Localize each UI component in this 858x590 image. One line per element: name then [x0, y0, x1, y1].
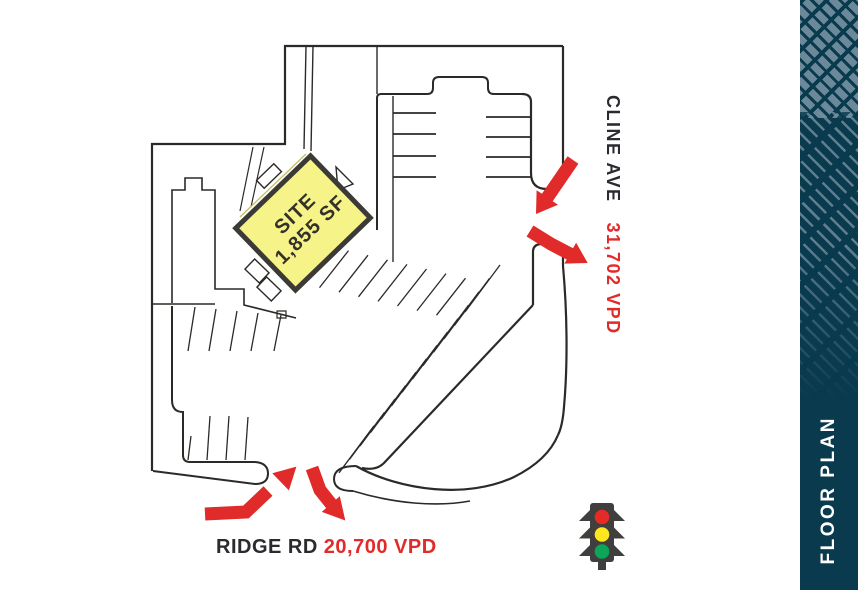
cline-ave-label: CLINE AVE 31,702 VPD [602, 95, 623, 335]
curb-notch-box [276, 310, 287, 319]
parking-stripe [229, 310, 238, 352]
parking-stripe [396, 268, 428, 307]
traffic-light-stem [598, 562, 606, 570]
parking-stripe [225, 415, 230, 461]
wedge-box-2 [255, 276, 283, 302]
wedge-box-1 [243, 258, 271, 284]
canopy-box [255, 162, 283, 190]
traffic-light-visor [613, 526, 625, 539]
lower-left-curb [152, 306, 270, 486]
storefront-line [239, 153, 307, 218]
sidebar-hatch-dense [800, 0, 858, 118]
cline-ave-vpd: 31,702 VPD [603, 222, 623, 335]
yellow-light [594, 527, 610, 542]
drive-lane-lines [303, 45, 314, 152]
site-highlight [232, 152, 374, 294]
cline-out-arrow-shaft [526, 225, 576, 261]
bottom-curve [355, 434, 560, 491]
diagonal-aisle-line [361, 304, 534, 470]
parking-stripe [206, 415, 211, 461]
parking-stripe [338, 254, 369, 293]
traffic-light-visor [579, 509, 591, 521]
ridge-out-arrow-head [321, 496, 346, 521]
walkway-lines [239, 146, 265, 212]
traffic-light-visor [579, 526, 591, 539]
parking-stripes [187, 112, 531, 474]
ridge-rd-vpd: 20,700 VPD [323, 536, 437, 558]
parking-stripe [357, 259, 389, 298]
parking-stripe [318, 250, 350, 289]
parking-stripe [244, 416, 249, 461]
parking-stripe [187, 435, 192, 461]
parking-stripe [273, 314, 282, 352]
floor-plan-label: FLOOR PLAN [818, 415, 839, 565]
outer-boundary-top-left [150, 44, 563, 471]
ridge-rd-name: RIDGE RD [216, 536, 318, 558]
ridge-in-arrow-shaft [204, 486, 273, 521]
sidebar: FLOOR PLAN [800, 0, 858, 590]
traffic-light-visor [613, 509, 625, 521]
right-boundary [531, 242, 568, 436]
red-light [594, 509, 610, 525]
ridge-in-arrow-head [272, 466, 297, 491]
parking-stripe [377, 263, 408, 302]
site-parcel [232, 152, 374, 294]
bottom-curve-inner [352, 490, 471, 505]
parking-stripe [416, 273, 447, 312]
parking-bay-top [376, 76, 522, 230]
site-plan-drawing [150, 44, 625, 570]
traffic-light-visor [613, 544, 625, 556]
sidebar-hatch-fade [800, 112, 858, 400]
ridge-out-arrow-shaft [305, 465, 338, 510]
parking-stripe [250, 312, 259, 352]
green-light [594, 544, 610, 559]
cline-ave-name: CLINE AVE [603, 95, 623, 203]
ridge-entry-cap [332, 465, 357, 492]
parking-stripe [208, 308, 217, 352]
traffic-light-icon [579, 503, 625, 570]
traffic-light-visor [579, 544, 591, 556]
parking-stripe [338, 425, 375, 474]
cline-in-arrow [536, 156, 579, 214]
parking-stripe [187, 306, 196, 352]
left-building [153, 177, 297, 319]
parcel-outline [150, 44, 568, 505]
traffic-arrows [204, 156, 588, 521]
parking-stripe [435, 277, 467, 316]
cline-out-arrow-head [564, 242, 588, 264]
